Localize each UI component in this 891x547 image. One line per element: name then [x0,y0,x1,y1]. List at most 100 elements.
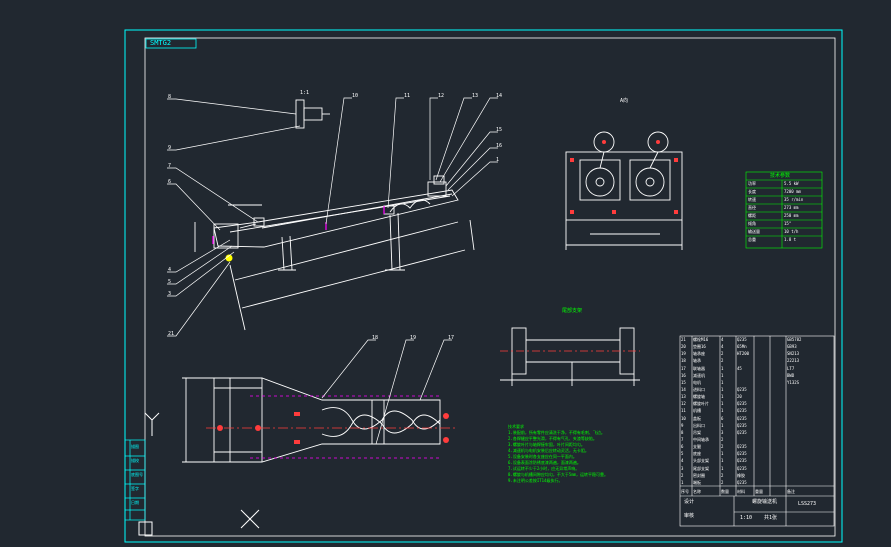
title-block-drawing-no: LSS273 [798,501,817,507]
bom-cell: 12 [681,401,686,407]
bom-cell: 头部支架 [693,458,709,464]
bom-cell: 支腿 [693,444,701,450]
bom-cell: Q235 [737,415,747,421]
bom-header-cell: 名称 [693,489,701,494]
title-block-scale: 1:10 [740,515,753,521]
bom-cell: 15 [681,379,686,385]
spec-row-value: 15° [784,221,792,226]
bom-cell: Q235 [737,408,747,414]
bom-header: 序号名称数量材料重量备注 [680,488,834,496]
balloon-15: 15 [496,127,503,133]
spec-row-value: 5.5 kW [784,181,799,186]
bom-cell: Q235 [737,465,747,471]
side-view [565,131,683,250]
bom-cell: 6 [721,415,724,421]
bom-cell: 垫圈16 [693,344,706,350]
spec-table-title: 技术参数 [770,173,791,179]
bom-cell: Q235 [737,387,747,392]
spec-row-value: 273 mm [784,205,799,210]
bom-cell: 减速机 [693,372,705,378]
bom-cell: 螺旋叶片 [693,401,709,407]
inner-frame [144,37,836,537]
note-line: 9.未注明公差按IT14级执行。 [508,478,563,483]
corner-tag-box [145,38,197,49]
spec-row-label: 倾角 [748,221,756,226]
bom-cell: 1 [721,465,724,471]
bom-cell: HT200 [737,351,750,357]
bom-cell: 电机 [693,379,701,385]
bom-cell: 轴承座 [693,351,705,357]
bom-cell: 1 [721,422,724,428]
title-block: 设计 审核 螺旋输送机 1:10 共1张 LSS273 [680,496,834,526]
bom-cell: 2 [721,479,724,485]
leader-lines [167,97,498,337]
side-stamp-cell: 描图 [131,444,139,449]
balloon-7: 7 [168,163,172,169]
bom-cell: 1 [721,365,724,371]
bom-cell: 4 [681,458,684,464]
note-line: 7.试运转不少于2小时，应无异常声响。 [508,466,580,471]
bom-cell: 机槽 [693,408,701,414]
side-view-red-marks [570,140,678,214]
balloon-10: 10 [352,93,359,99]
bom-cell: 2 [721,444,724,450]
spec-row-label: 螺距 [748,213,756,218]
bom-cell: 1 [681,479,684,485]
note-line: 8.螺旋与机槽间隙应均匀，不大于5mm，运转平稳可靠。 [508,472,609,477]
bom-cell: 1 [721,451,724,457]
bom-cell: Q235 [737,458,747,464]
side-stamp-table [124,439,146,521]
bom-cell: 橡胶 [737,472,745,478]
bom-cell: 20 [681,344,686,350]
outer-frame [124,29,843,543]
bom-cell: 13 [681,394,686,400]
technical-notes: 技术要求 1.装配前，所有零件应清洗干净，不得有毛刺、飞边。2.各焊缝应平整光滑… [508,424,608,484]
bom-cell: 9 [681,422,684,428]
bom-cell: 4 [721,337,724,342]
balloon-6: 6 [168,179,172,185]
note-line: 5.设备安装时各支座应在同一平面内。 [508,454,577,459]
note-line: 4.减速机与电机安装后应转动灵活，无卡阻。 [508,448,589,453]
spec-row-label: 直径 [748,205,756,210]
title-block-sheet: 共1张 [764,515,778,521]
bom-cell: 1 [721,379,724,385]
side-view-title: A向 [620,98,629,104]
detail-title: 1:1 [300,90,310,96]
bom-cell: 2 [721,351,724,357]
side-stamp: 描图描校底图号签字日期 [131,440,145,520]
bom-header-cell: 重量 [755,489,763,494]
bom-cell: Q235 [737,444,747,450]
bom-cell: 2 [721,358,724,364]
balloon-12: 12 [438,93,445,99]
bom-header-cell: 备注 [787,489,795,494]
balloon-13: 13 [472,93,479,99]
plan-red-details [217,412,449,444]
balloon-19: 19 [410,335,417,341]
bracket-title: 尾部支架 [562,308,583,314]
tail-bearing-mark [225,254,233,262]
bom-cell: 22213 [787,358,800,364]
note-line: 3.螺旋叶片与轴焊接牢固，叶片间距均匀。 [508,442,585,447]
bom-cell: 联轴器 [693,365,705,371]
spec-row-label: 功率 [748,181,756,186]
bom-cell: 进料口 [693,387,705,392]
bom-cell: Q235 [737,479,747,485]
bom-cell: 螺栓M16 [693,337,709,342]
title-block-name: 螺旋输送机 [752,499,778,505]
bom-cell: Q235 [737,429,747,435]
bom-cell: 10 [681,415,686,421]
note-line: 1.装配前，所有零件应清洗干净，不得有毛刺、飞边。 [508,430,605,435]
bom-cell: 2 [681,472,684,478]
bom-cell: 密封圈 [693,472,705,478]
bom-cell: 1 [721,408,724,414]
side-stamp-cell: 描校 [131,458,139,463]
bom-cell: 出料口 [693,422,705,428]
balloon-9: 9 [168,145,172,151]
bom-cell: 17 [681,365,686,371]
spec-row-value: 7200 mm [784,189,801,194]
bom-cell: 5 [681,451,684,457]
bom-cell: 盖板 [693,415,701,421]
balloon-8: 8 [168,94,172,100]
balloon-21: 21 [168,331,175,337]
